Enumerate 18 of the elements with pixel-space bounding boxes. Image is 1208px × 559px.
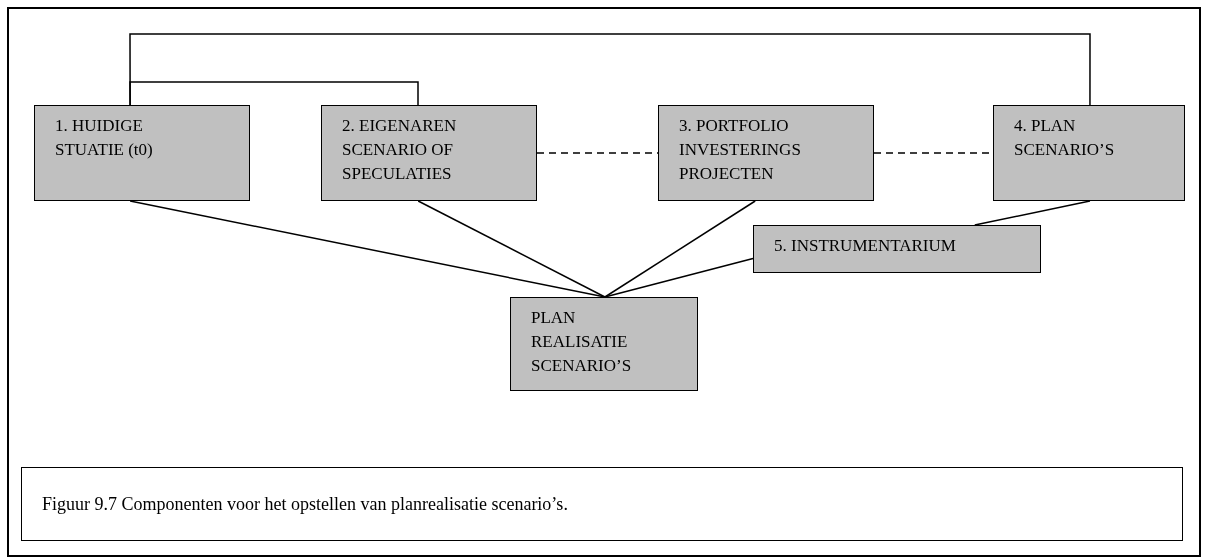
component-box [993,105,1185,201]
component-box [321,105,537,201]
connector-line [604,200,756,298]
figure-caption: Figuur 9.7 Componenten voor het opstellen van planrealisatie scenario’s. [21,467,1183,541]
component-box [753,225,1041,273]
component-label: 4. PLAN SCENARIO’S [1014,115,1116,161]
component-label: PLAN REALISATIE SCENARIO’S [531,307,633,377]
connector-line [129,81,419,106]
connector-line [417,200,606,298]
component-label: 3. PORTFOLIO INVESTERINGS PROJECTEN [679,115,802,185]
component-label: 1. HUIDIGE STUATIE (t0) [55,115,154,161]
component-label: 2. EIGENAREN SCENARIO OF SPECULATIES [342,115,458,185]
component-box [34,105,250,201]
component-label: 5. INSTRUMENTARIUM [774,235,957,257]
component-box [658,105,874,201]
connector-line [974,200,1091,226]
connector-line [129,33,1091,106]
component-box [510,297,698,391]
